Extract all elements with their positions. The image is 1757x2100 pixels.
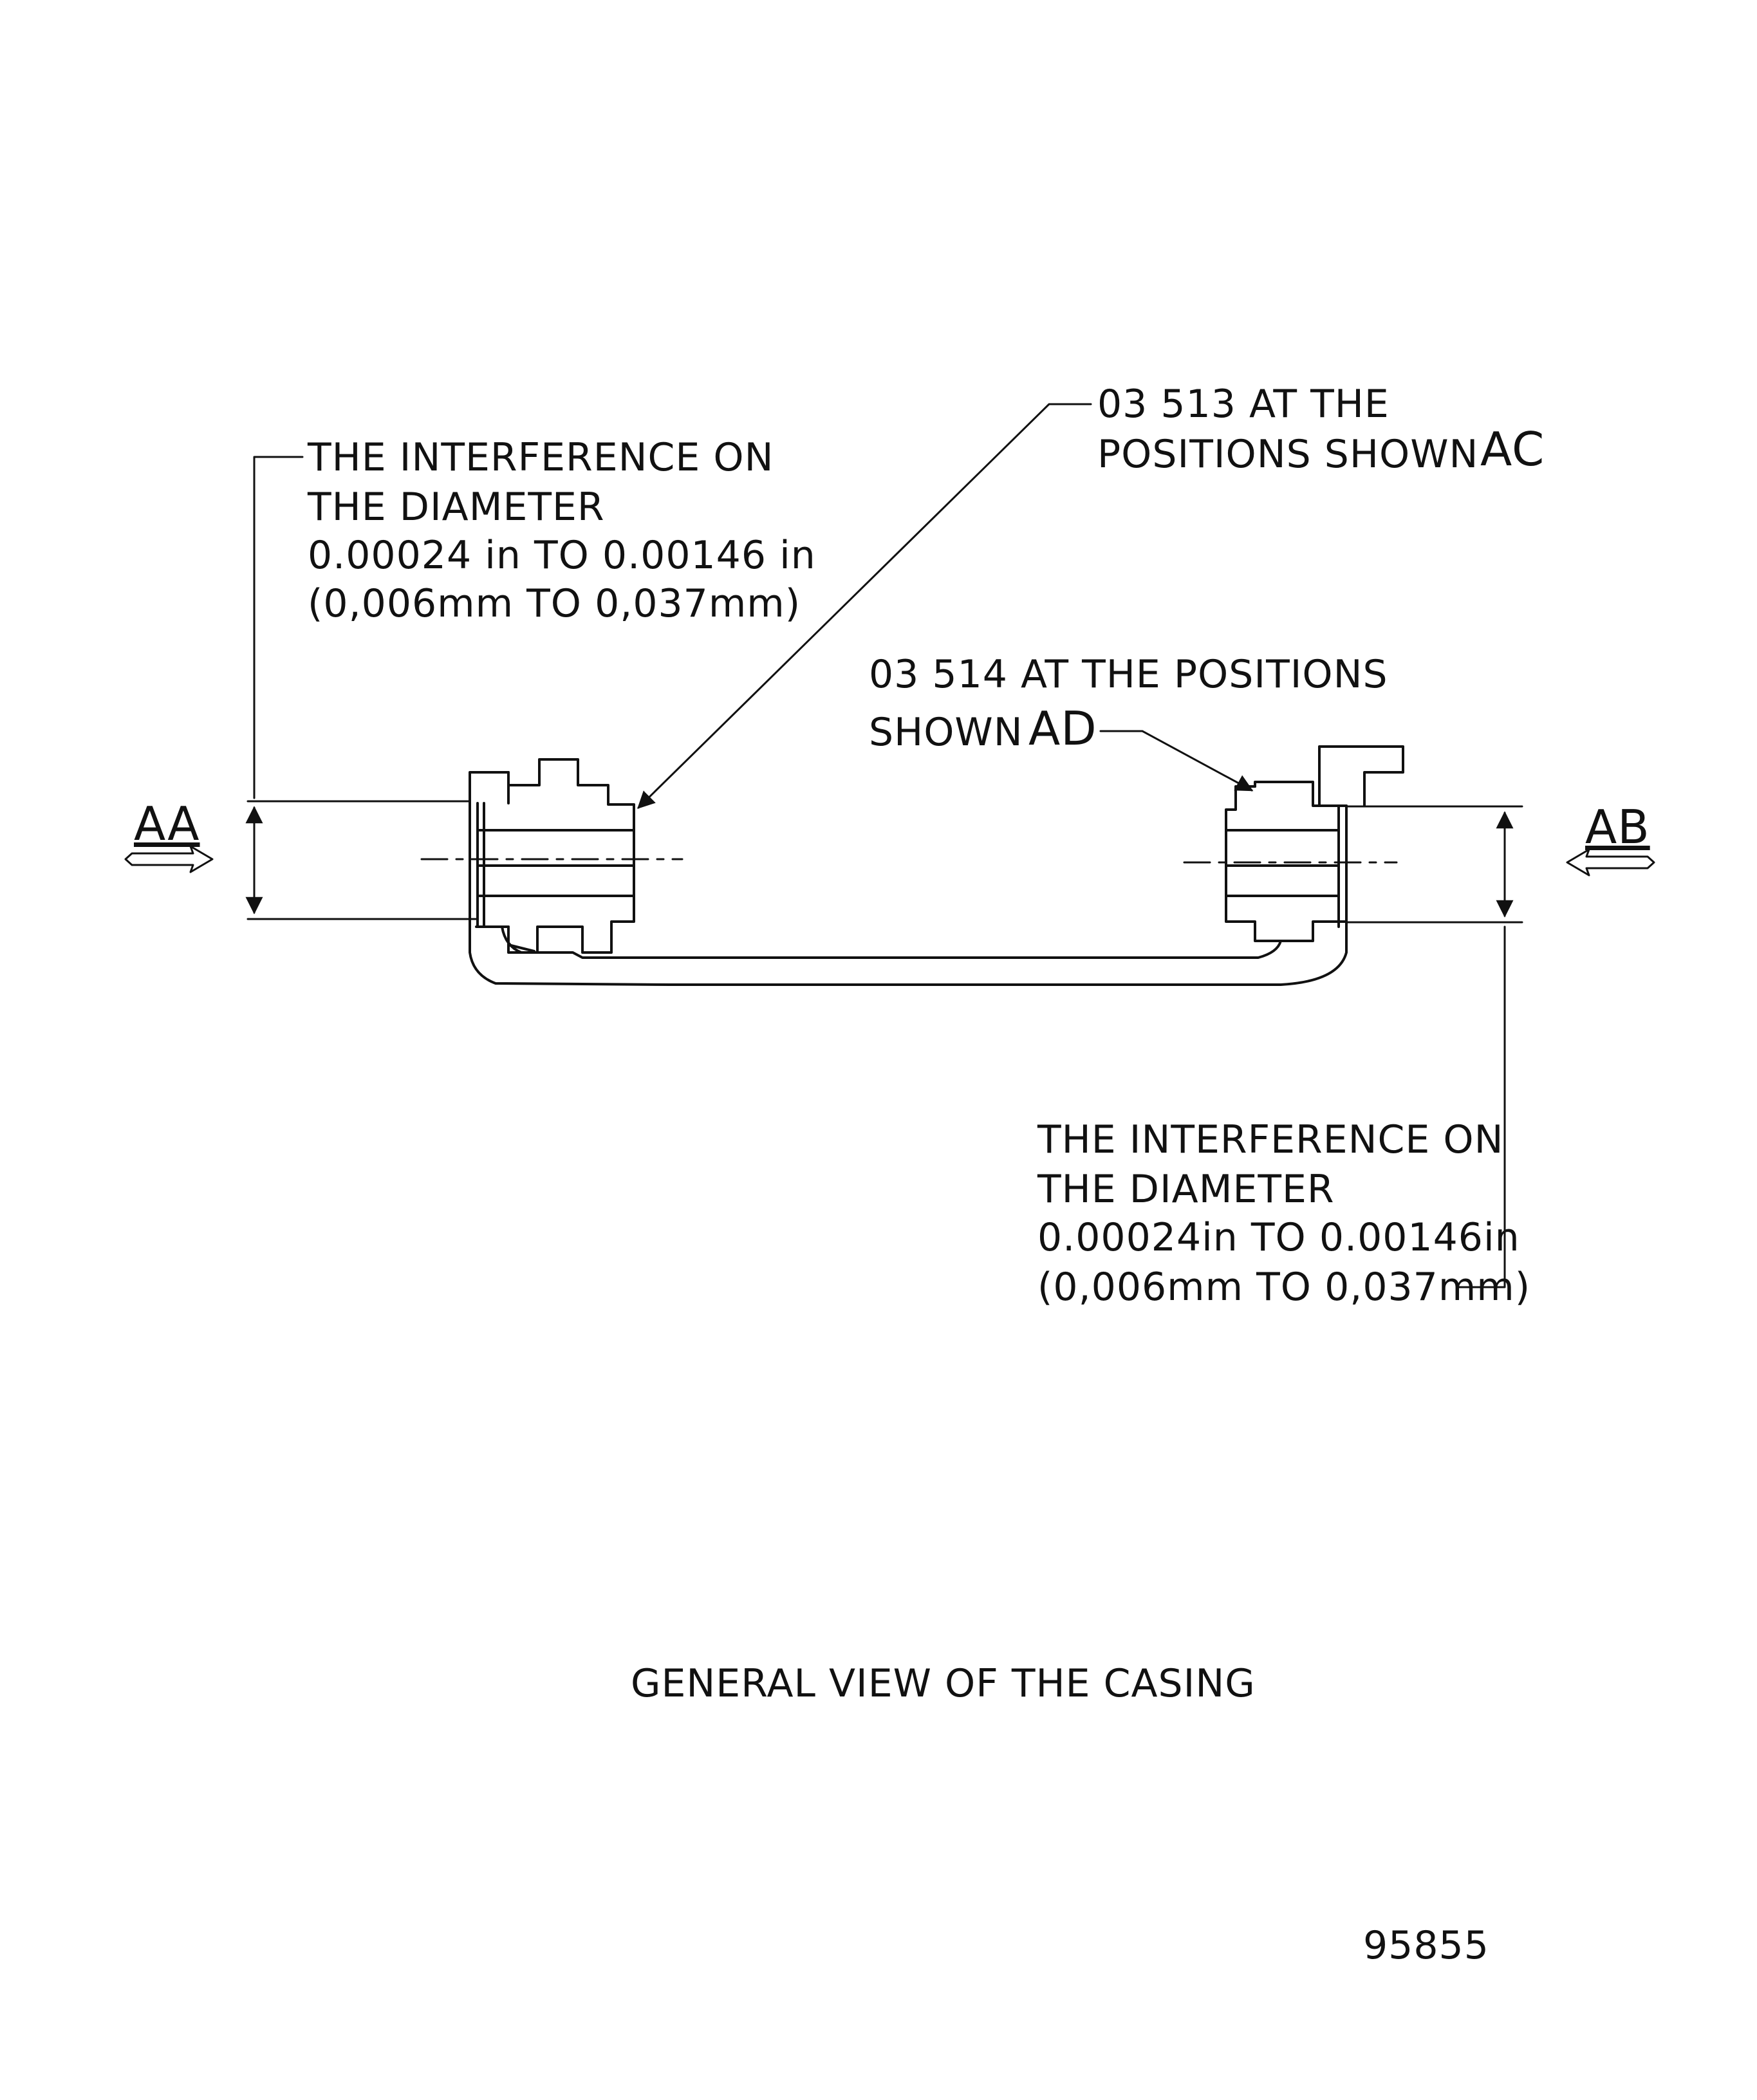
interference-right-line3: 0.00024in TO 0.00146in xyxy=(1037,1215,1520,1260)
right-interference-dimension xyxy=(1345,805,1523,1288)
view-arrow-aa xyxy=(124,845,214,873)
right-bearing-section xyxy=(1225,745,1404,942)
view-label-ab: AB xyxy=(1585,800,1650,854)
figure-number: 95855 xyxy=(1363,1923,1489,1968)
interference-left-line3: 0.00024 in TO 0.00146 in xyxy=(308,533,816,578)
left-bearing-section xyxy=(469,758,635,954)
callout-ac-line2: POSITIONS SHOWN xyxy=(1097,432,1479,477)
interference-left-line4: (0,006mm TO 0,037mm) xyxy=(308,581,801,626)
interference-right-line1: THE INTERFERENCE ON xyxy=(1037,1117,1504,1162)
interference-right-line2: THE DIAMETER xyxy=(1037,1167,1335,1212)
leader-ac xyxy=(637,403,1092,809)
centre-lines xyxy=(420,858,1398,864)
leader-ad xyxy=(1099,730,1254,792)
view-label-aa: AA xyxy=(134,797,200,851)
callout-ad-line2: SHOWN xyxy=(869,710,1023,755)
callout-ad-tag: AD xyxy=(1028,702,1097,756)
figure-caption: GENERAL VIEW OF THE CASING xyxy=(631,1661,1256,1706)
left-interference-dimension xyxy=(245,456,478,920)
view-arrow-ab xyxy=(1566,848,1655,877)
callout-ad-line1: 03 514 AT THE POSITIONS xyxy=(869,652,1388,697)
callout-ac-line1: 03 513 AT THE xyxy=(1097,382,1390,427)
interference-right-line4: (0,006mm TO 0,037mm) xyxy=(1037,1265,1531,1310)
interference-left-line2: THE DIAMETER xyxy=(308,485,605,530)
casing-body xyxy=(469,920,1348,986)
interference-left-line1: THE INTERFERENCE ON xyxy=(308,435,774,480)
callout-ac-tag: AC xyxy=(1480,422,1545,476)
